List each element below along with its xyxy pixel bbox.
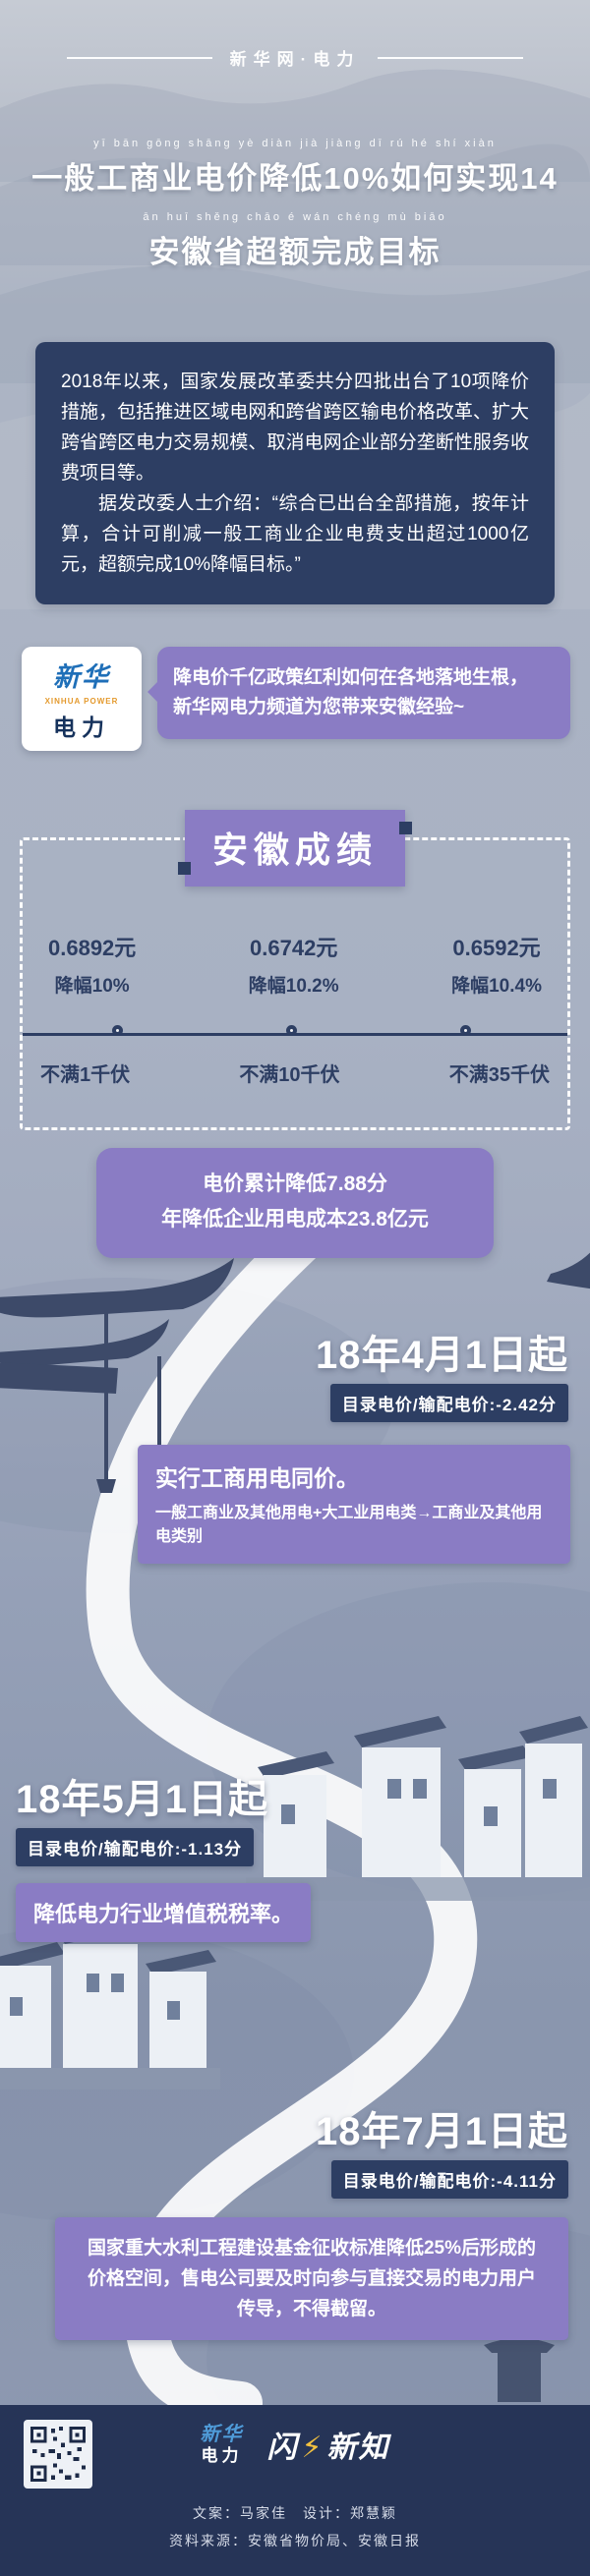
voltage-timeline [23, 1025, 567, 1036]
achievements-panel: 0.6892元 降幅10% 0.6742元 降幅10.2% 0.6592元 降幅… [20, 837, 570, 1130]
footer-logo-xinhua: 新华 [200, 2423, 244, 2445]
logo-subtext: XINHUA POWER [44, 697, 119, 706]
milestone-3-price-badge: 目录电价/输配电价:-4.11分 [330, 2160, 568, 2199]
title-line-1: 一般工商业电价降低10%如何实现14 [31, 161, 559, 196]
brand-rule-left [66, 56, 212, 59]
milestone-2-price-badge: 目录电价/输配电价:-1.13分 [16, 1828, 255, 1866]
qr-code-image [29, 2425, 88, 2484]
pinyin-line-1: yī bān gōng shāng yè diàn jià jiàng dī r… [93, 138, 497, 149]
title-line-2: 安徽省超额完成目标 [148, 235, 442, 269]
milestone-3-date: 18年7月1日起 [316, 2110, 568, 2153]
brand-header: 新华网·电力 [0, 45, 590, 70]
price-drop: 降幅10% [54, 976, 130, 997]
footer-logo: 新华 电力 [200, 2424, 243, 2466]
voltage-label-1: 不满1千伏 [40, 1064, 131, 1086]
price-tier-3: 0.6592元 降幅10.4% [451, 931, 542, 998]
price-row: 0.6892元 降幅10% 0.6742元 降幅10.2% 0.6592元 降幅… [23, 931, 567, 998]
logo-dianli-text: 电力 [53, 715, 110, 740]
main-title-block: yī bān gōng shāng yè diàn jià jiàng dī r… [0, 138, 590, 285]
price-tier-2: 0.6742元 降幅10.2% [249, 931, 339, 998]
qr-code [24, 2420, 92, 2489]
milestone-1-date: 18年4月1日起 [316, 1334, 568, 1377]
brand-title: 新华网·电力 [229, 50, 361, 69]
pinyin-line-2: ān huī shěng chāo é wán chéng mù biāo [143, 211, 447, 223]
lightning-icon: ⚡ [301, 2432, 324, 2464]
xinhua-power-logo: 新华 XINHUA POWER 电力 [22, 647, 142, 751]
policy-quote-box: 2018年以来，国家发展改革委共分四批出台了10项降价措施，包括推进区域电网和跨… [35, 342, 555, 604]
price-value: 0.6592元 [452, 936, 541, 960]
achievements-title: 安徽成绩 [177, 810, 413, 887]
quote-paragraph-2: 据发改委人士介绍：“综合已出台全部措施，按年计算，合计可削减一般工商业企业电费支… [61, 493, 529, 575]
voltage-label-row: 不满1千伏 不满10千伏 不满35千伏 [23, 1059, 567, 1087]
credits-line: 文案：马家佳 设计：郑慧颖 [193, 2505, 397, 2521]
price-value: 0.6742元 [250, 936, 338, 960]
milestone-2-date: 18年5月1日起 [16, 1778, 268, 1821]
footer: 新华 电力 闪⚡新知 文案：马家佳 设计：郑慧颖 资料来源：安徽省物价局、安徽日… [0, 2405, 590, 2576]
footer-brand-row: 新华 电力 闪⚡新知 [0, 2423, 590, 2466]
intro-row: 新华 XINHUA POWER 电力 降电价千亿政策红利如何在各地落地生根， 新… [22, 647, 570, 751]
intro-speech-bubble: 降电价千亿政策红利如何在各地落地生根， 新华网电力频道为您带来安徽经验~ [148, 647, 570, 739]
summary-line-1: 电价累计降低7.88分 [203, 1173, 387, 1195]
quote-paragraph-1: 2018年以来，国家发展改革委共分四批出台了10项降价措施，包括推进区域电网和跨… [61, 372, 529, 484]
dark-eaves-silhouette [0, 1252, 590, 1493]
milestone-3-note: 国家重大水利工程建设基金征收标准降低25%后形成的价格空间，售电公司要及时向参与… [55, 2217, 568, 2340]
summary-line-2: 年降低企业用电成本23.8亿元 [161, 1208, 429, 1231]
footer-logo-dianli: 电力 [201, 2445, 243, 2465]
brand-rule-right [378, 56, 524, 59]
summary-box: 电价累计降低7.88分 年降低企业用电成本23.8亿元 [96, 1148, 494, 1258]
slogan-flash: 闪 [266, 2432, 299, 2464]
village-left-silhouette [0, 1915, 220, 2089]
timeline-dot-1 [111, 1025, 123, 1036]
milestone-1-note-detail: 一般工商业及其他用电+大工业用电类→工商业及其他用电类别 [155, 1505, 543, 1545]
source-line: 资料来源：安徽省物价局、安徽日报 [169, 2533, 421, 2548]
milestone-1-note-title: 实行工商用电同价。 [155, 1465, 359, 1491]
price-value: 0.6892元 [48, 936, 137, 960]
bubble-line-2: 新华网电力频道为您带来安徽经验~ [173, 697, 465, 717]
milestone-1-note: 实行工商用电同价。 一般工商业及其他用电+大工业用电类→工商业及其他用电类别 [138, 1445, 570, 1564]
timeline-dot-2 [286, 1025, 297, 1036]
logo-xinhua-text: 新华 [53, 662, 110, 692]
price-drop: 降幅10.2% [248, 976, 339, 997]
milestone-2-note: 降低电力行业增值税税率。 [16, 1883, 312, 1942]
bubble-line-1: 降电价千亿政策红利如何在各地落地生根， [173, 667, 529, 688]
village-right-silhouette [246, 1716, 590, 1901]
voltage-label-2: 不满10千伏 [239, 1064, 340, 1086]
price-tier-1: 0.6892元 降幅10% [48, 931, 136, 998]
footer-slogan: 闪⚡新知 [266, 2423, 389, 2466]
price-drop: 降幅10.4% [451, 976, 542, 997]
milestone-1-price-badge: 目录电价/输配电价:-2.42分 [329, 1384, 568, 1422]
voltage-label-3: 不满35千伏 [448, 1064, 550, 1086]
timeline-dot-3 [460, 1025, 472, 1036]
slogan-rest: 新知 [326, 2432, 390, 2464]
